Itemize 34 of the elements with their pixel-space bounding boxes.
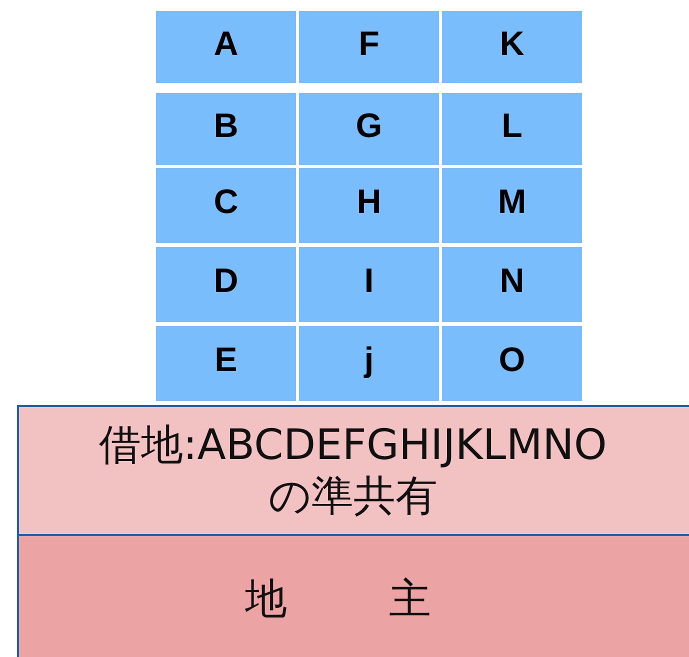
grid-cell — [299, 247, 439, 322]
cell-letter: L — [502, 106, 522, 146]
grid-cell — [442, 93, 582, 165]
cell-letter: M — [498, 183, 526, 222]
grid-cell — [299, 326, 439, 401]
grid-cell — [156, 326, 296, 401]
cell-letter: A — [214, 24, 238, 64]
cell-letter: E — [214, 341, 238, 380]
band-label: 借地:ABCDEFGHIJKLMNOの準共有 — [98, 420, 608, 521]
cell-letter: N — [500, 262, 524, 301]
cell-letter: K — [500, 24, 524, 64]
cell-letter: D — [214, 262, 238, 301]
grid-cell — [442, 11, 582, 83]
band-label: 地 主 — [244, 574, 462, 624]
grid-cell — [299, 168, 439, 243]
cell-letter: j — [364, 341, 374, 380]
grid-cell — [156, 11, 296, 83]
grid-cell — [442, 326, 582, 401]
grid-cell — [156, 93, 296, 165]
text-band — [17, 534, 689, 657]
grid-cell — [156, 168, 296, 243]
cell-letter: O — [498, 341, 526, 380]
cell-letter: C — [214, 183, 238, 222]
grid-cell — [156, 247, 296, 322]
cell-letter: H — [356, 183, 382, 222]
cell-letter: B — [214, 106, 238, 146]
text-band — [17, 405, 689, 536]
cell-letter: I — [364, 262, 374, 301]
cell-letter: G — [356, 106, 382, 146]
grid-cell — [299, 93, 439, 165]
cell-letter: F — [358, 24, 380, 64]
grid-cell — [442, 168, 582, 243]
grid-cell — [442, 247, 582, 322]
grid-cell — [299, 11, 439, 83]
